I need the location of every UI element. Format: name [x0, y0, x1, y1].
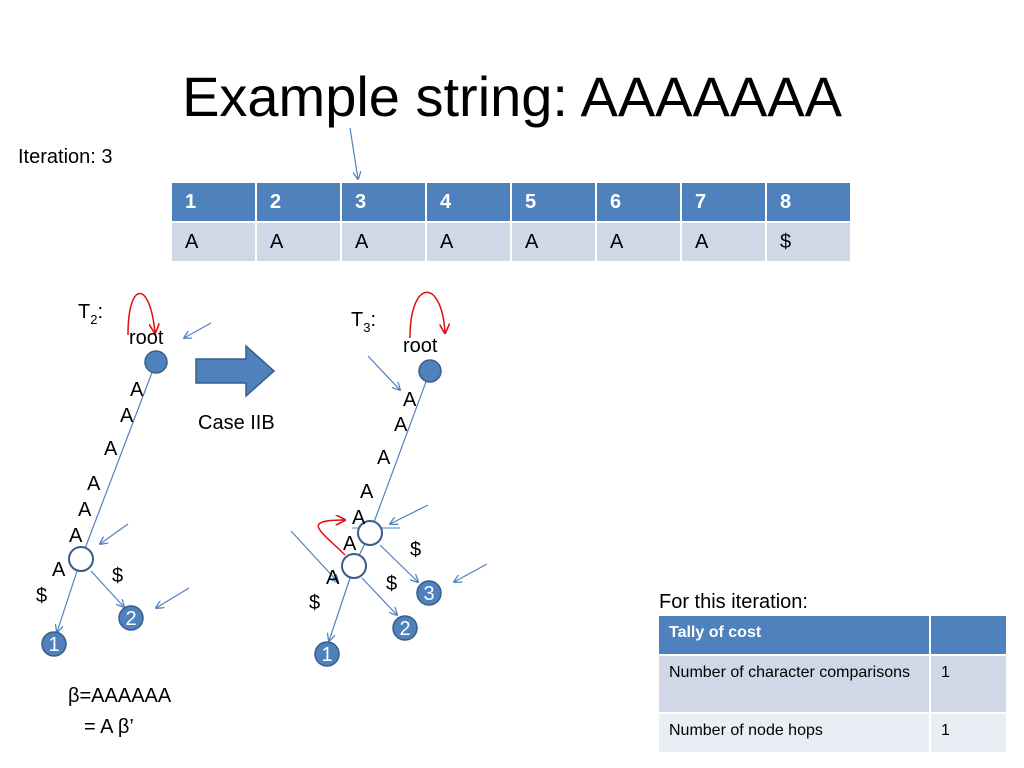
t3-edge-letter: A	[326, 567, 340, 589]
char-cell: A	[680, 221, 767, 263]
t3-edge-letter: A	[352, 507, 366, 529]
t2-root-node	[144, 350, 168, 374]
t2-leaf2-pointer-arrow	[156, 587, 190, 608]
cost-table-row: Number of character comparisons 1	[657, 654, 1008, 714]
char-cell: A	[425, 221, 512, 263]
t3-edge-letter: A	[360, 481, 374, 503]
t3-edge-to-leaf-1	[329, 565, 355, 641]
t3-leaf-label: 2	[399, 618, 410, 640]
slide-title: Example string: AAAAAAA	[182, 65, 842, 128]
char-cell: A	[255, 221, 342, 263]
t2-edge-letter: $	[112, 565, 123, 587]
index-cell: 8	[765, 181, 852, 223]
t3-leaf-label: 3	[423, 583, 434, 605]
index-cell: 1	[170, 181, 257, 223]
t3-root-loop-arrow	[409, 291, 445, 339]
t2-edge-letter: $	[36, 585, 47, 607]
t3-upper-internal-pointer-arrow	[390, 504, 429, 524]
iteration-label: Iteration: 3	[18, 146, 113, 168]
t2-root-loop-arrow	[127, 292, 155, 336]
t3-leaf-node	[314, 641, 340, 667]
cost-row-label: Number of character comparisons	[657, 654, 931, 714]
t3-tree: T3: root A A A A A A A $ $ $ 1 2 3	[290, 291, 488, 667]
t3-leaf-node	[416, 580, 442, 606]
t2-edge-letter: A	[52, 559, 66, 581]
t3-root-node	[418, 359, 442, 383]
string-table: 1 2 3 4 5 6 7 8 A A A A A A A $	[170, 181, 852, 263]
t2-leaf-label: 2	[125, 608, 136, 630]
index-cell: 7	[680, 181, 767, 223]
char-cell: A	[595, 221, 682, 263]
string-table-header-row: 1 2 3 4 5 6 7 8	[170, 181, 852, 223]
t2-edge-letter: A	[120, 405, 134, 427]
index-cell: 6	[595, 181, 682, 223]
cost-table-header: Tally of cost	[657, 614, 931, 656]
case-label: Case IIB	[198, 412, 275, 434]
t2-edge-letter: A	[104, 438, 118, 460]
t3-internal-node	[357, 520, 383, 546]
t2-internal-pointer-arrow	[100, 523, 129, 544]
t3-suffix-link-arrow	[317, 520, 345, 556]
t3-edge-letter: A	[403, 389, 417, 411]
t3-edge-root-upper-internal	[369, 370, 431, 534]
t2-leaf-node	[41, 631, 67, 657]
t3-label: T3:	[351, 309, 376, 335]
index-cell: 5	[510, 181, 597, 223]
index-cell: 2	[255, 181, 342, 223]
t2-edge-letter: A	[87, 473, 101, 495]
t2-edge-letter: A	[130, 379, 144, 401]
transition-arrow	[195, 344, 276, 398]
t3-active-point-arrow	[367, 355, 400, 390]
t3-edge-to-leaf-3	[379, 544, 418, 582]
string-table-value-row: A A A A A A A $	[170, 221, 852, 263]
t2-active-point-arrow	[184, 322, 212, 338]
char-cell: A	[170, 221, 257, 263]
t3-edge-letter: $	[386, 573, 397, 595]
char-cell: $	[765, 221, 852, 263]
current-index-arrow	[349, 127, 358, 179]
t3-edge-to-leaf-2	[361, 577, 397, 615]
char-cell: A	[340, 221, 427, 263]
t3-leaf-label: 1	[321, 644, 332, 666]
t3-edge-letter: $	[309, 592, 320, 614]
t2-edge-letter: A	[78, 499, 92, 521]
beta-line-1: β=AAAAAA	[68, 685, 172, 707]
t3-edge-letter: A	[394, 414, 408, 436]
t2-edge-root-internal	[80, 361, 157, 560]
t3-edge-letter: A	[343, 533, 357, 555]
char-cell: A	[510, 221, 597, 263]
t3-root-label: root	[403, 335, 438, 357]
cost-table-header-blank	[929, 614, 1008, 656]
beta-line-2: = A β’	[84, 716, 134, 738]
t3-lower-internal-pointer-arrow	[290, 530, 338, 582]
cost-table-row: Number of node hops 1	[657, 712, 1008, 754]
t2-internal-node	[68, 546, 94, 572]
t2-root-label: root	[129, 327, 164, 349]
t3-leaf-node	[392, 615, 418, 641]
t2-label: T2:	[78, 301, 103, 327]
t2-leaf-label: 1	[48, 634, 59, 656]
cost-row-value: 1	[929, 712, 1008, 754]
t2-leaf-node	[118, 605, 144, 631]
cost-row-label: Number of node hops	[657, 712, 931, 754]
cost-row-value: 1	[929, 654, 1008, 714]
t3-edge-letter: $	[410, 539, 421, 561]
t2-edge-letter: A	[69, 525, 83, 547]
cost-caption: For this iteration:	[659, 591, 808, 613]
t2-edge-to-leaf-2	[90, 570, 124, 607]
t3-leaf3-pointer-arrow	[454, 563, 488, 582]
index-cell: 3	[340, 181, 427, 223]
t3-internal-node	[341, 553, 367, 579]
cost-table-header-row: Tally of cost	[657, 614, 1008, 656]
t3-edge-letter: A	[377, 447, 391, 469]
index-cell: 4	[425, 181, 512, 223]
t2-tree: T2: root A A A A A A A $ $ 1 2 β=AAAAAA …	[36, 292, 212, 738]
cost-table: Tally of cost Number of character compar…	[657, 614, 1008, 754]
